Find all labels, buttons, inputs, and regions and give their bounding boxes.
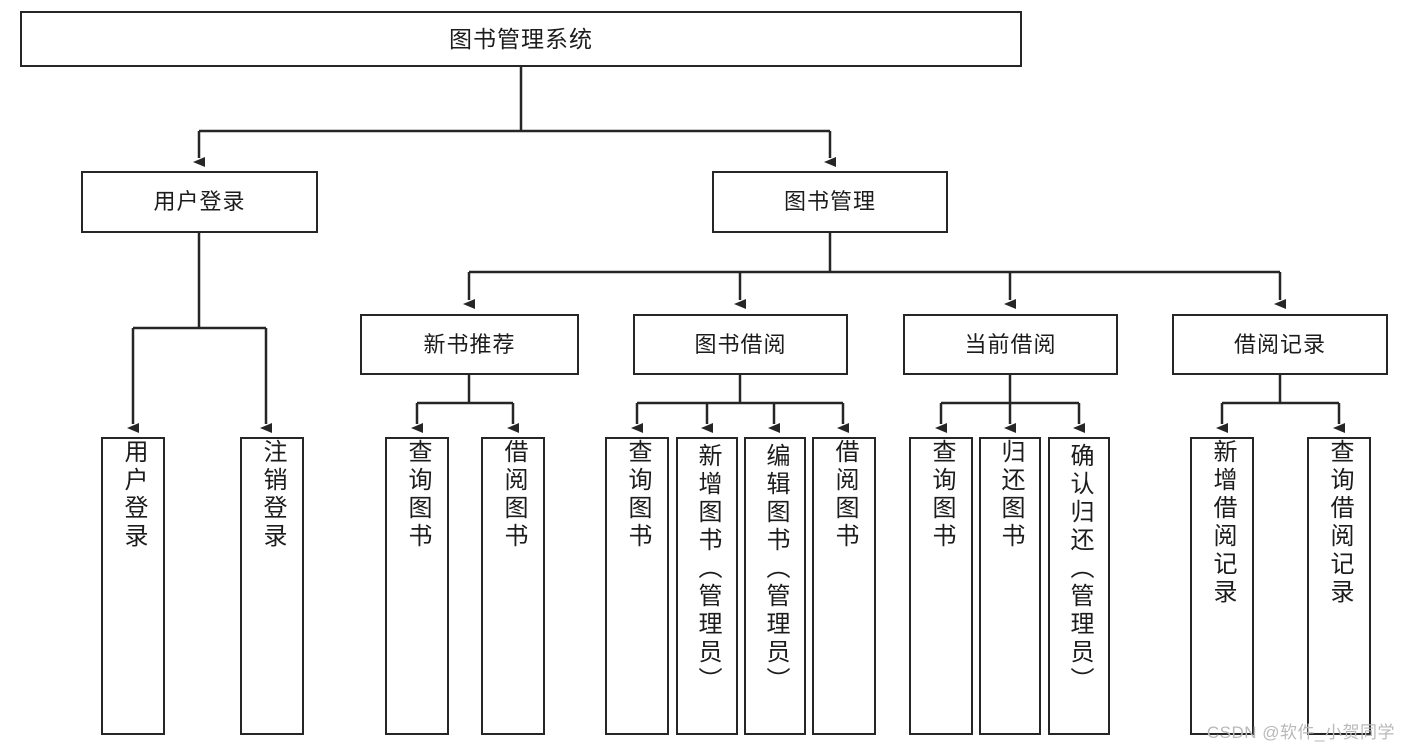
leaf-query-book-current[interactable]: 查询图书 — [909, 437, 973, 735]
leaf-add-book-admin[interactable]: 新增图书（管理员） — [676, 437, 738, 735]
node-label: 确认归还（管理员） — [1066, 443, 1093, 695]
leaf-query-book-recommend[interactable]: 查询图书 — [385, 437, 449, 735]
node-label: 新书推荐 — [423, 331, 516, 357]
node-label: 查询借阅记录 — [1326, 439, 1353, 607]
node-label: 借阅图书 — [500, 439, 527, 551]
node-label: 借阅图书 — [831, 439, 858, 551]
node-label: 当前借阅 — [964, 331, 1057, 357]
leaf-confirm-return-admin[interactable]: 确认归还（管理员） — [1048, 437, 1110, 735]
node-label: 编辑图书（管理员） — [762, 443, 789, 695]
node-root-book-management-system[interactable]: 图书管理系统 — [20, 11, 1022, 67]
leaf-return-book[interactable]: 归还图书 — [979, 437, 1041, 735]
node-user-login[interactable]: 用户登录 — [81, 171, 318, 233]
leaf-user-logout[interactable]: 注销登录 — [240, 437, 304, 735]
csdn-watermark: CSDN @软件_小贺同学 — [1206, 723, 1395, 742]
node-label: 用户登录 — [153, 189, 246, 215]
leaf-query-borrow-record[interactable]: 查询借阅记录 — [1307, 437, 1371, 735]
node-book-borrow[interactable]: 图书借阅 — [633, 314, 848, 375]
node-new-book-recommend[interactable]: 新书推荐 — [360, 314, 579, 375]
leaf-edit-book-admin[interactable]: 编辑图书（管理员） — [744, 437, 806, 735]
node-label: 新增借阅记录 — [1209, 439, 1236, 607]
node-label: 图书借阅 — [694, 331, 787, 357]
node-label: 注销登录 — [259, 439, 286, 551]
node-label: 查询图书 — [624, 439, 651, 551]
node-current-borrow[interactable]: 当前借阅 — [903, 314, 1118, 375]
node-label: 借阅记录 — [1233, 331, 1326, 357]
leaf-borrow-book[interactable]: 借阅图书 — [812, 437, 876, 735]
leaf-borrow-book-recommend[interactable]: 借阅图书 — [481, 437, 545, 735]
node-book-management[interactable]: 图书管理 — [712, 171, 948, 233]
node-label: 图书管理系统 — [449, 25, 593, 52]
leaf-query-book-borrow[interactable]: 查询图书 — [605, 437, 669, 735]
leaf-user-login[interactable]: 用户登录 — [101, 437, 165, 735]
node-label: 图书管理 — [783, 189, 876, 215]
node-label: 新增图书（管理员） — [694, 443, 721, 695]
node-borrow-record[interactable]: 借阅记录 — [1172, 314, 1388, 375]
node-label: 归还图书 — [997, 439, 1024, 551]
node-label: 查询图书 — [928, 439, 955, 551]
leaf-add-borrow-record[interactable]: 新增借阅记录 — [1190, 437, 1254, 735]
node-label: 查询图书 — [404, 439, 431, 551]
node-label: 用户登录 — [120, 439, 147, 551]
